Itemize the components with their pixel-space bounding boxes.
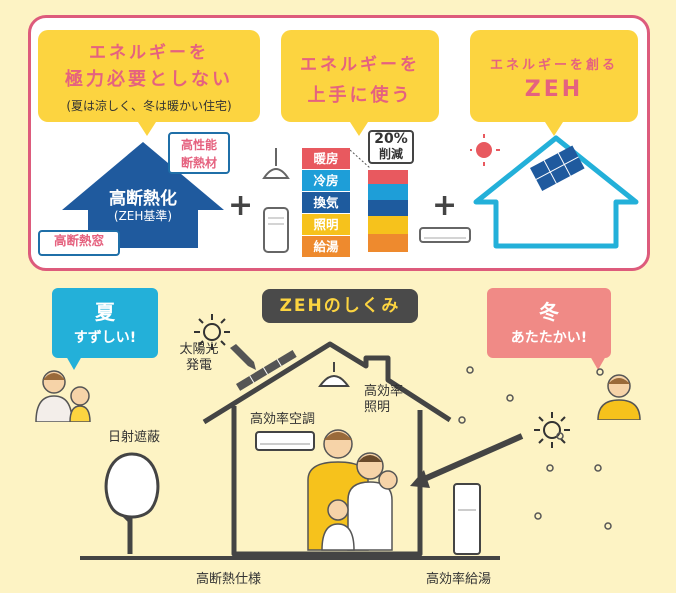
aircon-small-icon xyxy=(419,227,471,243)
energy-stack-item: 給湯 xyxy=(302,236,350,257)
badge-material-line1: 高性能 xyxy=(180,138,217,152)
energy-stack-item: 換気 xyxy=(302,192,350,213)
summer-callout: 夏 すずしい! xyxy=(52,288,158,358)
label-solar-line1: 太陽光 xyxy=(179,342,219,357)
summer-family-icon xyxy=(35,370,91,422)
badge-insulated-window: 高断熱窓 xyxy=(38,230,120,256)
tree-icon xyxy=(104,452,160,554)
bubble-use-title-1: エネルギーを xyxy=(300,55,420,75)
insulation-sub-label: (ZEH基準) xyxy=(113,209,173,223)
label-aircon: 高効率空調 xyxy=(250,412,316,427)
bubble-create-title-2: ZEH xyxy=(524,77,584,102)
bubble-use-title-2: 上手に使う xyxy=(307,85,413,106)
appliance-lamp-purifier-icon xyxy=(262,148,290,253)
label-light-line1: 高効率 xyxy=(364,384,404,399)
bubble-use-well: エネルギーを 上手に使う xyxy=(281,30,439,122)
label-water-heater: 高効率給湯 xyxy=(426,572,492,587)
reduction-label: 削減 xyxy=(378,147,403,161)
bubble-reduce-title-1: エネルギーを xyxy=(89,43,209,63)
zeh-mechanism-title: ZEHのしくみ xyxy=(262,289,418,323)
label-solar: 太陽光 発電 xyxy=(174,342,224,374)
energy-reduced-segment xyxy=(368,200,408,216)
winter-title: 冬 xyxy=(539,300,559,324)
energy-reduced-bar xyxy=(368,170,408,252)
badge-material-line2: 断熱材 xyxy=(180,156,217,170)
bubble-use-tail xyxy=(350,122,368,136)
energy-reduced-segment xyxy=(368,170,408,184)
label-insulation-spec: 高断熱仕様 xyxy=(196,572,262,587)
label-light: 高効率 照明 xyxy=(364,384,403,416)
winter-callout-tail xyxy=(590,356,606,370)
ground-line xyxy=(80,556,500,560)
label-light-line2: 照明 xyxy=(364,400,391,415)
winter-subtitle: あたたかい! xyxy=(510,330,588,346)
reduction-dots xyxy=(350,149,371,169)
summer-title: 夏 xyxy=(95,300,115,324)
energy-reduced-segment xyxy=(368,234,408,252)
energy-stack-item: 暖房 xyxy=(302,148,350,169)
winter-person-icon xyxy=(597,374,641,420)
bubble-reduce-tail xyxy=(138,122,156,136)
energy-stack-item: 冷房 xyxy=(302,170,350,191)
label-solar-line2: 発電 xyxy=(185,358,212,373)
reduction-percent: 20% xyxy=(374,131,408,147)
energy-reduced-segment xyxy=(368,216,408,234)
insulation-house-icon xyxy=(62,142,224,248)
label-shading: 日射遮蔽 xyxy=(108,430,161,445)
water-heater-icon xyxy=(453,483,481,555)
bubble-create: エネルギーを創る ZEH xyxy=(470,30,638,122)
main-house-icon xyxy=(202,341,452,557)
warm-air-arrow-icon xyxy=(410,433,524,488)
energy-stack-item: 照明 xyxy=(302,214,350,235)
winter-callout: 冬 あたたかい! xyxy=(487,288,611,358)
reduction-badge: 20% 削減 xyxy=(368,130,414,164)
sun-summer-icon xyxy=(194,314,230,350)
bubble-create-title-1: エネルギーを創る xyxy=(489,58,618,73)
bubble-reduce-energy: エネルギーを 極力必要としない (夏は涼しく、冬は暖かい住宅) xyxy=(38,30,260,122)
decorative-dots xyxy=(458,366,612,530)
insulation-main-label: 高断熱化 xyxy=(109,189,177,209)
plus-sign-1: + xyxy=(228,188,254,223)
energy-stack: 暖房冷房換気照明給湯 xyxy=(302,148,350,258)
summer-callout-tail xyxy=(66,356,82,370)
sun-winter-icon xyxy=(534,412,570,448)
bubble-reduce-subtitle: (夏は涼しく、冬は暖かい住宅) xyxy=(66,99,232,113)
solar-arrow-icon xyxy=(230,344,256,370)
bubble-create-tail xyxy=(545,122,563,136)
bubble-reduce-title-2: 極力必要としない xyxy=(65,69,233,90)
summer-subtitle: すずしい! xyxy=(73,330,137,346)
plus-sign-2: + xyxy=(432,188,458,223)
energy-reduced-segment xyxy=(368,184,408,200)
badge-insulation-material: 高性能 断熱材 xyxy=(168,132,230,174)
zeh-house-icon xyxy=(470,134,639,249)
